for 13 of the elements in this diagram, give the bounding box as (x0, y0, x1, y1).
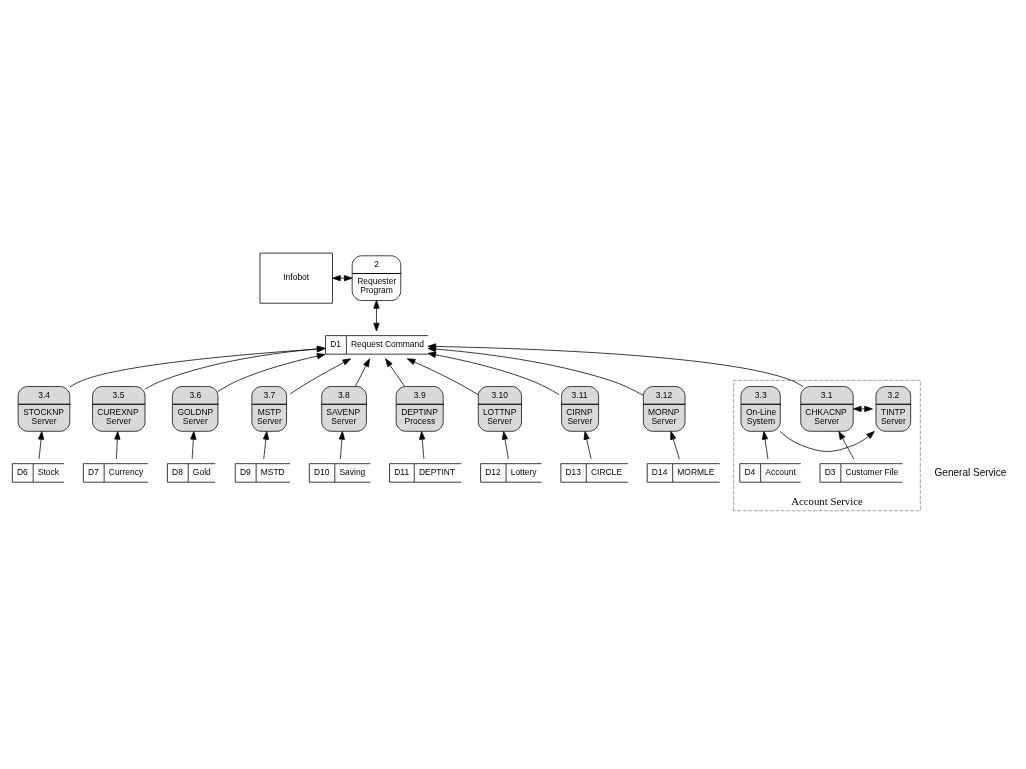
node-text: D14 MORMLE (651, 466, 715, 477)
node-text: D3 Customer File (824, 466, 899, 477)
node-text: D13 CIRCLE (565, 466, 622, 477)
label: General Service (934, 466, 1007, 478)
node-text: D4 Account (744, 466, 796, 477)
node-text: D10 Saving (313, 466, 366, 477)
node-text: D9 MSTD (239, 466, 285, 477)
node-text: D7 Currency (87, 466, 144, 477)
node-text: D11 DEPTINT (394, 466, 456, 477)
node-text: D12 Lottery (485, 466, 537, 477)
node-text: D1 Request Command (330, 338, 424, 349)
node-text: D6 Stock (16, 466, 59, 477)
node-text: D8 Gold (172, 466, 211, 477)
